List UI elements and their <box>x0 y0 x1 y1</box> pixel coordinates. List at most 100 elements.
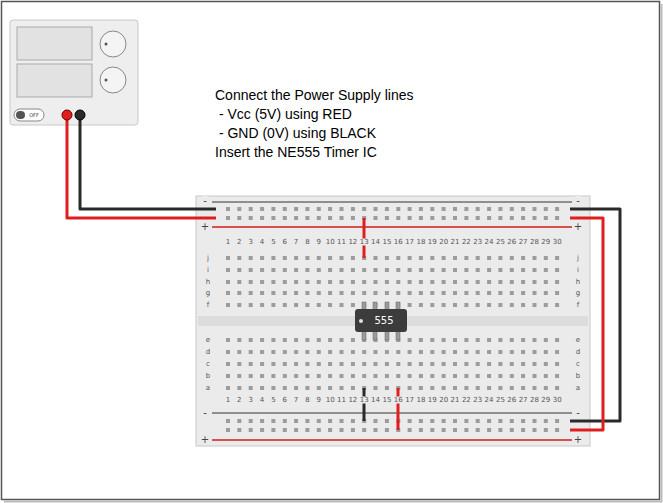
column-number: 13 <box>359 239 370 246</box>
breadboard-hole <box>283 362 287 366</box>
column-number: 24 <box>484 397 495 404</box>
breadboard-hole <box>271 362 275 366</box>
breadboard-hole <box>396 291 400 295</box>
breadboard-hole <box>351 428 355 432</box>
breadboard-hole <box>533 256 537 260</box>
breadboard-hole <box>430 386 434 390</box>
column-number: 11 <box>336 397 347 404</box>
column-number: 14 <box>370 397 381 404</box>
breadboard-hole <box>521 303 525 307</box>
breadboard-hole <box>340 268 344 272</box>
breadboard-hole <box>533 362 537 366</box>
breadboard-hole <box>464 374 468 378</box>
breadboard-hole <box>453 419 457 423</box>
breadboard-hole <box>510 268 514 272</box>
breadboard-hole <box>442 207 446 211</box>
breadboard-hole <box>521 268 525 272</box>
breadboard-hole <box>521 428 525 432</box>
breadboard-hole <box>362 291 366 295</box>
breadboard-hole <box>430 338 434 342</box>
breadboard-hole <box>317 362 321 366</box>
breadboard-hole <box>237 280 241 284</box>
breadboard-hole <box>533 216 537 220</box>
breadboard-hole <box>283 291 287 295</box>
breadboard-hole <box>521 207 525 211</box>
breadboard-hole <box>260 374 264 378</box>
breadboard-hole <box>510 428 514 432</box>
row-letter: b <box>205 373 211 380</box>
breadboard-hole <box>430 280 434 284</box>
instruction-note: - Vcc (5V) using RED <box>215 107 352 121</box>
breadboard-hole <box>271 419 275 423</box>
column-number: 15 <box>381 239 392 246</box>
breadboard-hole <box>544 350 548 354</box>
column-number: 18 <box>415 397 426 404</box>
breadboard-hole <box>419 374 423 378</box>
breadboard-hole <box>487 303 491 307</box>
breadboard-hole <box>226 268 230 272</box>
breadboard-hole <box>498 303 502 307</box>
breadboard-hole <box>283 419 287 423</box>
breadboard-hole <box>510 362 514 366</box>
breadboard-hole <box>396 207 400 211</box>
breadboard-hole <box>283 350 287 354</box>
breadboard-hole <box>294 280 298 284</box>
rail-polarity-sign: - <box>202 196 208 206</box>
breadboard-hole <box>237 338 241 342</box>
breadboard-hole <box>555 374 559 378</box>
breadboard-hole <box>498 362 502 366</box>
breadboard-hole <box>237 207 241 211</box>
breadboard-hole <box>271 338 275 342</box>
breadboard-hole <box>340 256 344 260</box>
breadboard-hole <box>476 374 480 378</box>
row-letter: g <box>205 290 211 297</box>
breadboard-hole <box>260 207 264 211</box>
breadboard-hole <box>237 216 241 220</box>
row-letter: j <box>206 255 210 262</box>
column-number: 28 <box>529 397 540 404</box>
breadboard-hole <box>464 256 468 260</box>
column-number: 8 <box>304 239 310 246</box>
row-letter: f <box>576 302 580 309</box>
breadboard-hole <box>487 268 491 272</box>
breadboard-hole <box>487 350 491 354</box>
breadboard-hole <box>271 350 275 354</box>
breadboard-hole <box>249 350 253 354</box>
breadboard-hole <box>271 374 275 378</box>
breadboard-hole <box>442 362 446 366</box>
column-number: 17 <box>404 397 415 404</box>
breadboard-hole <box>510 350 514 354</box>
breadboard-hole <box>544 207 548 211</box>
breadboard-hole <box>498 338 502 342</box>
breadboard-hole <box>351 338 355 342</box>
breadboard-hole <box>271 207 275 211</box>
breadboard-hole <box>328 268 332 272</box>
breadboard-hole <box>340 419 344 423</box>
column-number: 28 <box>529 239 540 246</box>
column-number: 4 <box>259 397 265 404</box>
breadboard-hole <box>464 291 468 295</box>
breadboard-hole <box>385 268 389 272</box>
breadboard-hole <box>510 291 514 295</box>
breadboard-hole <box>464 362 468 366</box>
breadboard-hole <box>374 362 378 366</box>
breadboard-hole <box>271 291 275 295</box>
rail-polarity-sign: - <box>575 408 581 418</box>
breadboard-hole <box>294 303 298 307</box>
breadboard-hole <box>226 374 230 378</box>
breadboard-hole <box>544 419 548 423</box>
breadboard-hole <box>260 338 264 342</box>
breadboard-hole <box>351 303 355 307</box>
breadboard-hole <box>328 338 332 342</box>
breadboard-hole <box>533 291 537 295</box>
breadboard-hole <box>442 374 446 378</box>
breadboard-hole <box>385 362 389 366</box>
breadboard-hole <box>533 268 537 272</box>
breadboard-hole <box>317 216 321 220</box>
breadboard-hole <box>328 216 332 220</box>
row-letter: e <box>575 337 581 344</box>
breadboard-hole <box>249 256 253 260</box>
breadboard-hole <box>385 374 389 378</box>
breadboard-hole <box>237 374 241 378</box>
breadboard-hole <box>464 419 468 423</box>
